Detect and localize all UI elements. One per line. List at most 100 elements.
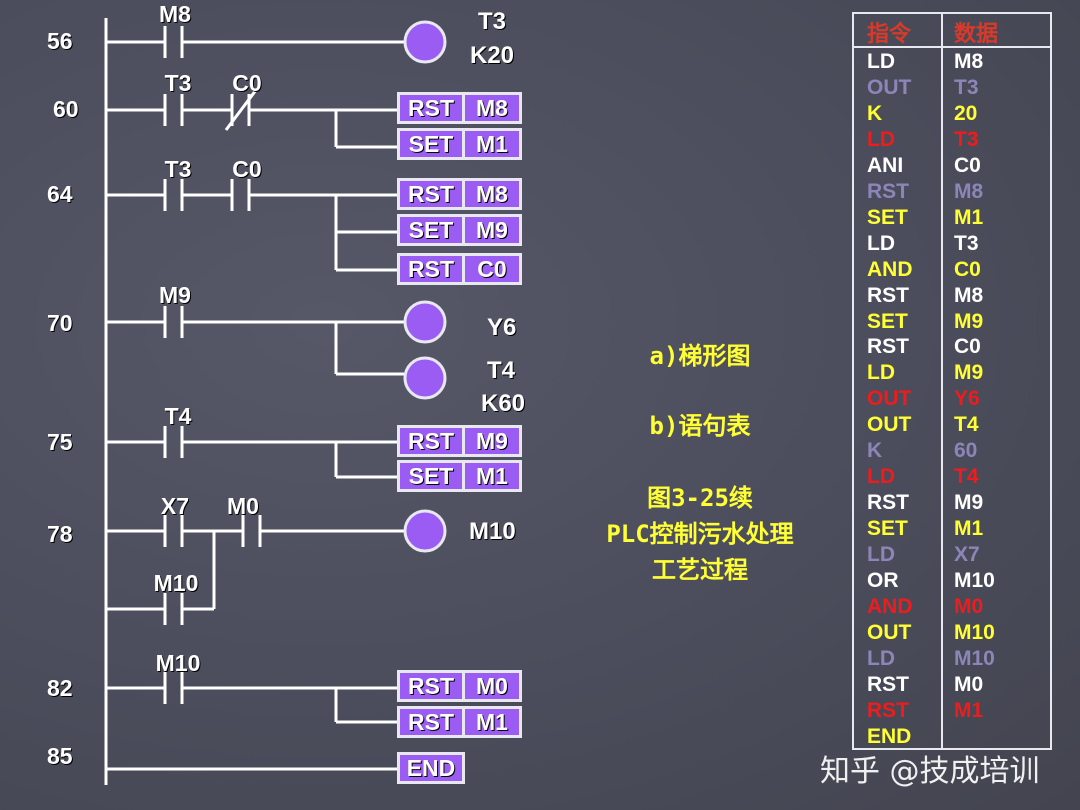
coil-t3 (403, 20, 447, 64)
caption-b: b)语句表 (649, 412, 751, 440)
instruction-cell: RST (867, 179, 909, 203)
coil-label: Y6 (487, 314, 517, 341)
instruction-cell: OR (867, 569, 899, 592)
data-cell: Y6 (954, 387, 980, 411)
box-op: RST (400, 256, 462, 282)
coil-label: M10 (469, 518, 516, 545)
data-cell: M1 (954, 698, 984, 722)
instruction-cell: K (867, 101, 883, 125)
rung-number: 64 (47, 181, 73, 207)
data-cell: M1 (954, 205, 984, 229)
data-cell: M10 (954, 646, 995, 670)
contact-label: T4 (164, 403, 192, 429)
table-row: SET M1 (854, 517, 1050, 543)
table-row: LD M10 (854, 647, 1050, 673)
contact-label: M9 (159, 282, 191, 308)
box-arg: C0 (465, 256, 519, 282)
instruction-cell: LD (867, 543, 895, 567)
contact-label: M8 (159, 1, 191, 27)
instruction-cell: END (867, 724, 912, 748)
instruction-cell: LD (867, 646, 895, 670)
data-cell: M0 (954, 672, 984, 696)
table-row: LD T3 (854, 232, 1050, 258)
coil-label: K60 (481, 390, 526, 417)
table-row: OR M10 (854, 569, 1050, 595)
box-arg: M1 (465, 709, 519, 735)
rung-number: 56 (47, 28, 73, 54)
box-arg: M8 (465, 95, 519, 121)
instruction-cell: K (867, 439, 883, 463)
contact-label: C0 (232, 156, 262, 182)
box-arg: M8 (465, 181, 519, 207)
table-row: END (854, 725, 1050, 751)
instruction-cell: LD (867, 465, 895, 489)
instruction-cell: AND (867, 257, 913, 281)
rung-number: 78 (47, 521, 73, 547)
data-cell: C0 (954, 257, 981, 281)
instruction-cell: ANI (867, 153, 904, 177)
data-cell: T4 (954, 465, 979, 489)
data-cell: 60 (954, 439, 978, 463)
contact-label: C0 (232, 70, 262, 96)
instruction-cell: RST (867, 283, 909, 307)
contact-label: T3 (164, 156, 192, 182)
data-cell: 20 (954, 101, 978, 125)
box-op: SET (400, 131, 462, 157)
data-cell: T3 (954, 231, 979, 255)
contact-label: M0 (227, 493, 259, 519)
rung-number: 70 (47, 310, 73, 336)
instruction-cell: RST (867, 672, 909, 696)
rung-number: 60 (53, 96, 79, 122)
box-arg: M9 (465, 428, 519, 454)
box-op: RST (400, 428, 462, 454)
instruction-cell: LD (867, 50, 895, 73)
table-row: K 60 (854, 439, 1050, 465)
table-row: LD X7 (854, 543, 1050, 569)
box-arg: M9 (465, 217, 519, 243)
data-cell: C0 (954, 153, 981, 177)
rung-number: 85 (47, 743, 73, 769)
box-op: SET (400, 217, 462, 243)
instruction-cell: RST (867, 491, 909, 515)
coil-label: T3 (478, 8, 507, 35)
header-instruction: 指令 (867, 21, 912, 46)
instruction-cell: SET (867, 309, 908, 333)
end-box: END (397, 752, 465, 784)
table-row: ANI C0 (854, 154, 1050, 180)
data-cell: T3 (954, 75, 979, 99)
table-row: K 20 (854, 102, 1050, 128)
data-cell: M8 (954, 179, 984, 203)
box-op: END (400, 755, 462, 781)
data-cell: X7 (954, 543, 980, 567)
box-op: RST (400, 673, 462, 699)
coil-label: T4 (487, 357, 516, 384)
data-cell: M0 (954, 594, 984, 618)
instruction-cell: SET (867, 517, 908, 541)
data-cell: M1 (954, 517, 984, 541)
rung-number: 82 (47, 675, 73, 701)
instruction-cell: OUT (867, 75, 912, 99)
instruction-cell: OUT (867, 620, 912, 644)
coil-t4 (403, 356, 447, 400)
box-arg: M1 (465, 463, 519, 489)
coil-label: K20 (470, 42, 515, 69)
caption-fig: 图3-25续 (647, 484, 753, 512)
contact-label: M10 (153, 570, 199, 596)
caption-title-2: 工艺过程 (652, 556, 748, 584)
data-cell: M10 (954, 569, 995, 592)
instruction-cell: LD (867, 231, 895, 255)
